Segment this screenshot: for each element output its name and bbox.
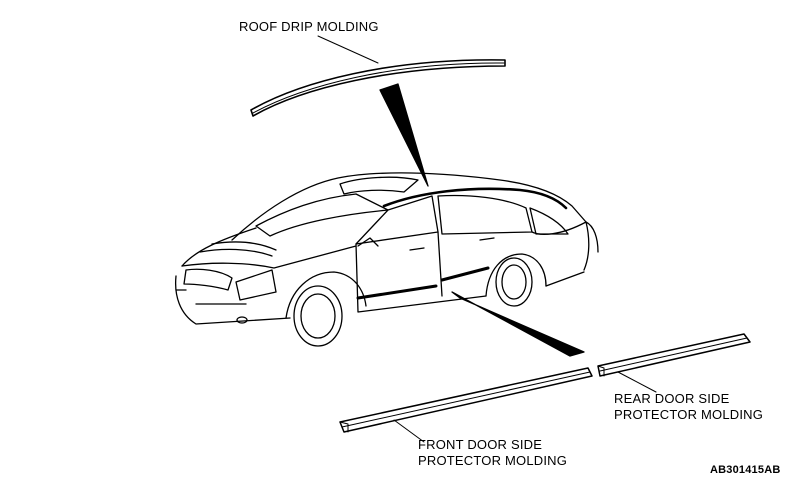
roof-drip-molding-part xyxy=(250,59,506,117)
rear-door-side-protector-molding-part xyxy=(597,333,751,377)
roof-drip-leader-line xyxy=(317,35,379,64)
figure-code: AB301415AB xyxy=(710,464,781,476)
front-door-side-protector-molding-part xyxy=(339,367,593,433)
car-illustration xyxy=(174,172,599,347)
rear-door-leader-line xyxy=(617,371,657,393)
rear-door-molding-label-line2: PROTECTOR MOLDING xyxy=(614,407,764,422)
roof-drip-molding-label: ROOF DRIP MOLDING xyxy=(239,19,379,34)
front-door-molding-label-line2: PROTECTOR MOLDING xyxy=(418,453,568,468)
side-molding-pointer xyxy=(451,291,585,357)
front-door-leader-line xyxy=(393,419,425,443)
roof-drip-pointer xyxy=(379,83,429,187)
front-door-molding-label-line1: FRONT DOOR SIDE xyxy=(418,437,543,452)
rear-door-molding-label-line1: REAR DOOR SIDE xyxy=(614,391,730,406)
